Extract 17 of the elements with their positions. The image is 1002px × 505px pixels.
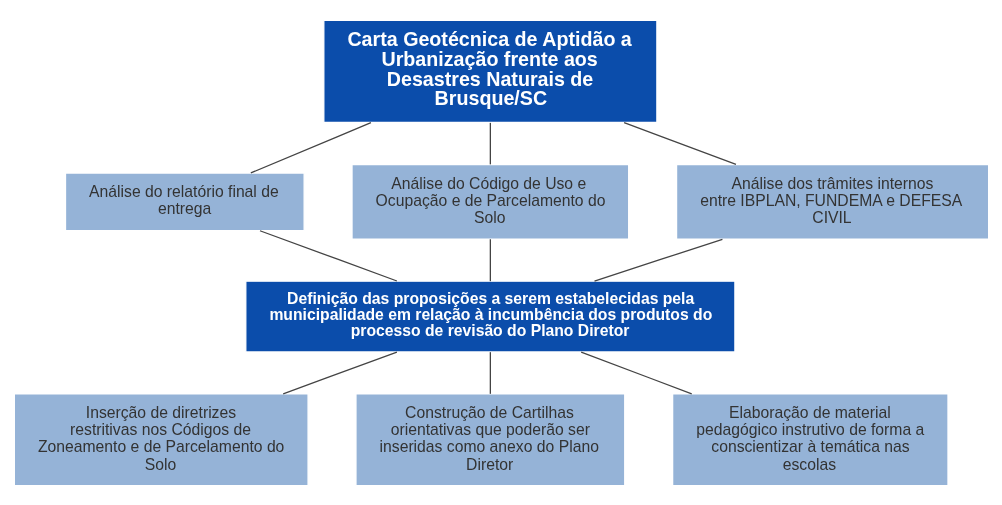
connector [282, 351, 398, 394]
connector [489, 121, 491, 165]
node-box: Construção de Cartilhas orientativas que poderão ser inseridas como anexo do Plano Diretor [354, 392, 625, 486]
node-box: Análise do relatório final de entrega [64, 171, 305, 231]
connector [593, 238, 723, 282]
connector [623, 121, 737, 165]
node-box: Análise do Código de Uso e Ocupação e de Parcelamento do Solo [350, 163, 629, 240]
connector [249, 121, 372, 174]
node-box: Carta Geotécnica de Aptidão a Urbanização frente aos Desastres Naturais de Brusque/SC [322, 19, 658, 123]
connector [258, 229, 398, 282]
connector [489, 238, 491, 282]
node-box: Elaboração de material pedagógico instrutivo de forma a conscientizar à temática nas escolas [671, 392, 949, 486]
connector [489, 351, 491, 394]
connector [580, 351, 692, 394]
node-box: Análise dos trâmites internos entre IBPLAN, FUNDEMA e DEFESA CIVIL [675, 163, 989, 240]
node-box: Inserção de diretrizes restritivas nos Códigos de Zoneamento e de Parcelamento do Solo [13, 392, 309, 486]
node-box: Definição das proposições a serem estabelecidas pela municipalidade em relação à incumbência dos produtos do processo de revisão do Plano Diretor [244, 280, 736, 353]
